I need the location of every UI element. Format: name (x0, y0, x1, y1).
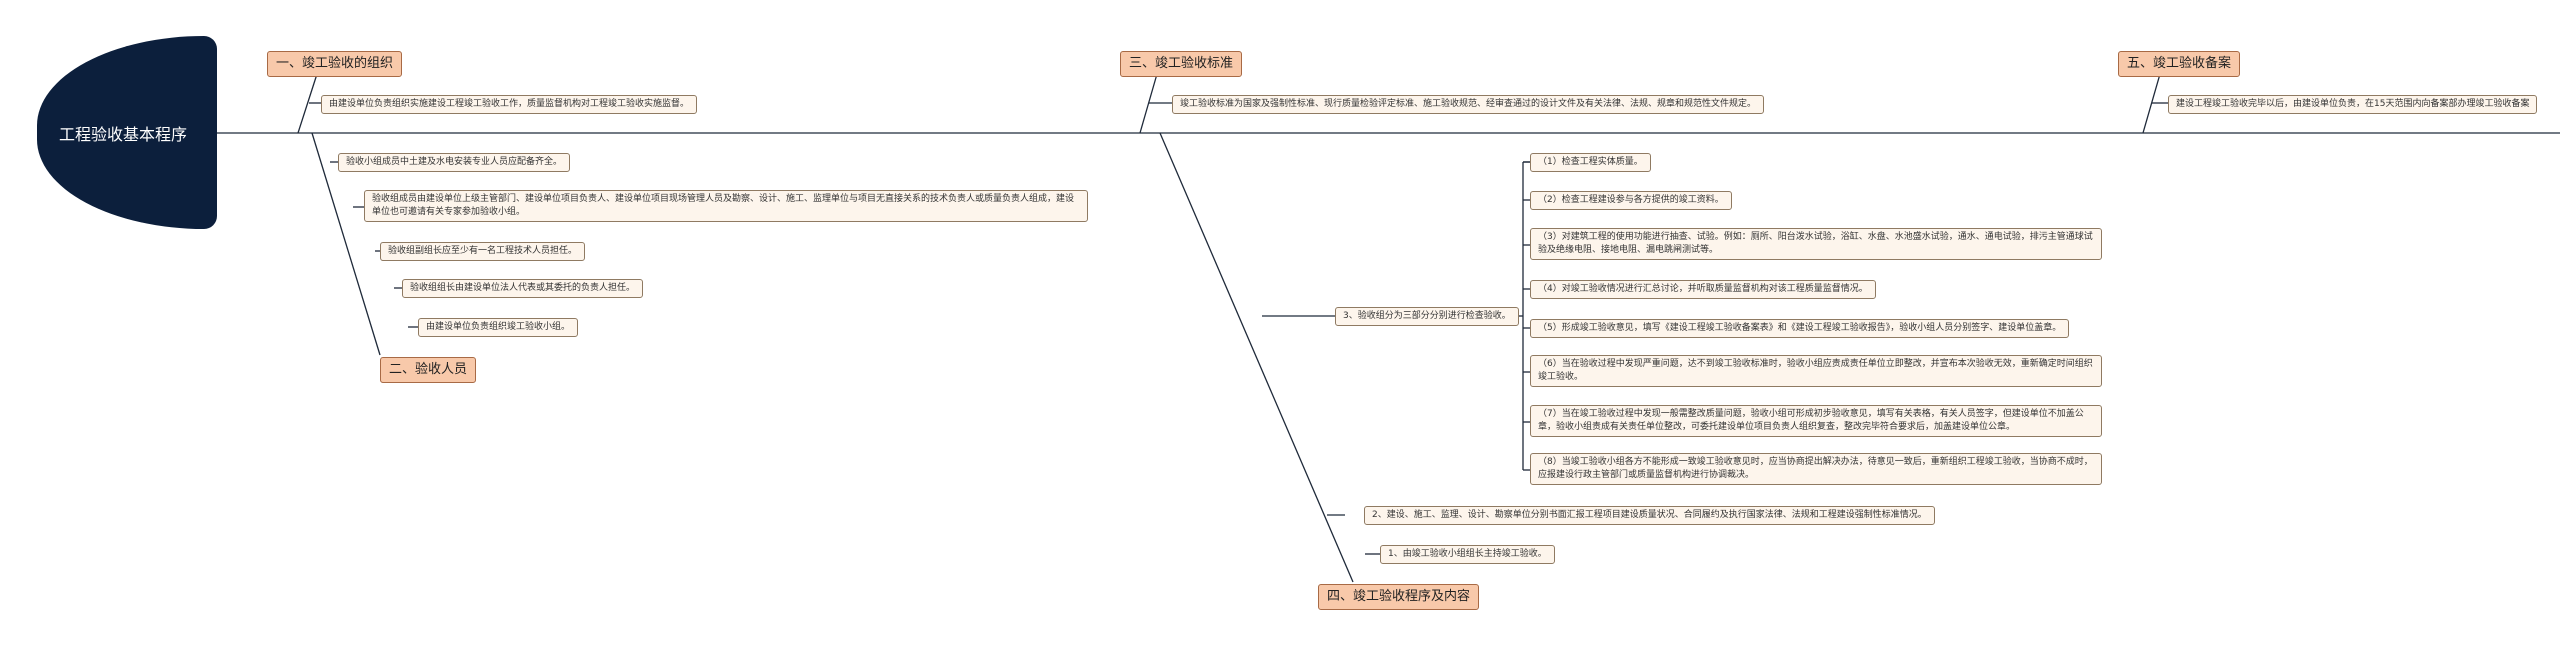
branch-4-sub-7: （7）当在竣工验收过程中发现一般需整改质量问题，验收小组可形成初步验收意见，填写… (1530, 405, 2102, 437)
branch-2-item-3: 验收组副组长应至少有一名工程技术人员担任。 (380, 242, 586, 261)
branch-4-sub-1: （1）检查工程实体质量。 (1530, 153, 1651, 172)
branch-4-sub-5: （5）形成竣工验收意见，填写《建设工程竣工验收备案表》和《建设工程竣工验收报告》… (1530, 319, 2070, 338)
branch-4-sub-4: （4）对竣工验收情况进行汇总讨论，并听取质量监督机构对该工程质量监督情况。 (1530, 280, 1876, 299)
branch-1-title: 一、竣工验收的组织 (267, 51, 403, 77)
root-node: 工程验收基本程序 (37, 36, 217, 229)
branch-2-item-1: 验收小组成员中土建及水电安装专业人员应配备齐全。 (338, 153, 571, 172)
branch-4-sub-6: （6）当在验收过程中发现严重问题，达不到竣工验收标准时，验收小组应责成责任单位立… (1530, 355, 2102, 387)
branch-4-item-1: 1、由竣工验收小组组长主持竣工验收。 (1380, 545, 1555, 564)
branch-3-item-1: 竣工验收标准为国家及强制性标准、现行质量检验评定标准、施工验收规范、经审查通过的… (1172, 95, 1765, 114)
branch-2-title: 二、验收人员 (380, 357, 477, 383)
branch-4-item-3: 3、验收组分为三部分分别进行检查验收。 (1335, 307, 1519, 326)
branch-2-item-4: 验收组组长由建设单位法人代表或其委托的负责人担任。 (402, 279, 644, 298)
branch-3-title: 三、竣工验收标准 (1120, 51, 1243, 77)
branch-2-item-5: 由建设单位负责组织竣工验收小组。 (418, 318, 579, 337)
branch-5-item-1: 建设工程竣工验收完毕以后，由建设单位负责，在15天范围内向备案部办理竣工验收备案 (2168, 95, 2538, 114)
branch-5-title: 五、竣工验收备案 (2118, 51, 2241, 77)
branch-2-item-2: 验收组成员由建设单位上级主管部门、建设单位项目负责人、建设单位项目现场管理人员及… (364, 190, 1088, 222)
branch-4-title: 四、竣工验收程序及内容 (1318, 584, 1480, 610)
branch-4-sub-8: （8）当竣工验收小组各方不能形成一致竣工验收意见时，应当协商提出解决办法，待意见… (1530, 453, 2102, 485)
branch-4-sub-2: （2）检查工程建设参与各方提供的竣工资料。 (1530, 191, 1732, 210)
root-title: 工程验收基本程序 (58, 124, 187, 144)
branch-4-sub-3: （3）对建筑工程的使用功能进行抽查、试验。例如：厕所、阳台泼水试验，浴缸、水盘、… (1530, 228, 2102, 260)
branch-4-item-2: 2、建设、施工、监理、设计、勘察单位分别书面汇报工程项目建设质量状况、合同履约及… (1364, 506, 1935, 525)
branch-1-item-1: 由建设单位负责组织实施建设工程竣工验收工作，质量监督机构对工程竣工验收实施监督。 (321, 95, 698, 114)
